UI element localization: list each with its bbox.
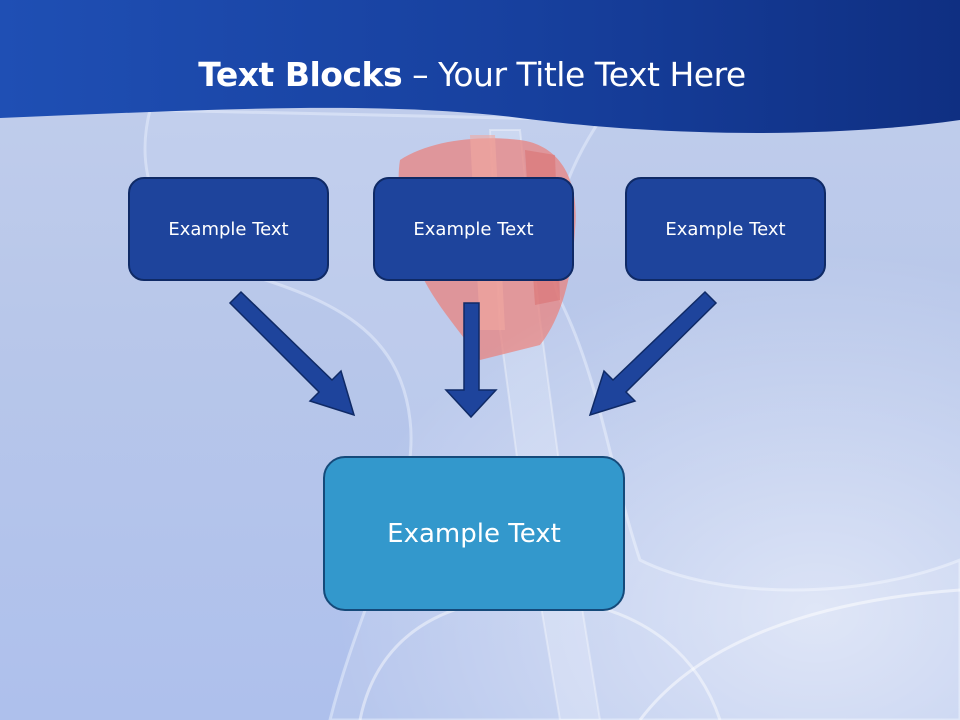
text-block-2-label: Example Text: [413, 218, 534, 240]
arrow-left-icon: [228, 290, 356, 417]
result-block[interactable]: Example Text: [323, 456, 625, 611]
text-block-1[interactable]: Example Text: [128, 177, 329, 281]
text-block-3-label: Example Text: [665, 218, 786, 240]
arrow-right-icon: [588, 290, 718, 417]
title-bold: Text Blocks: [198, 55, 403, 94]
text-block-1-label: Example Text: [168, 218, 289, 240]
text-block-2[interactable]: Example Text: [373, 177, 574, 281]
text-block-3[interactable]: Example Text: [625, 177, 826, 281]
result-block-label: Example Text: [387, 518, 561, 549]
slide-title: Text Blocks – Your Title Text Here: [0, 52, 944, 98]
header-band: [0, 0, 960, 133]
title-rest: – Your Title Text Here: [402, 55, 746, 94]
arrow-down-icon: [444, 302, 498, 419]
